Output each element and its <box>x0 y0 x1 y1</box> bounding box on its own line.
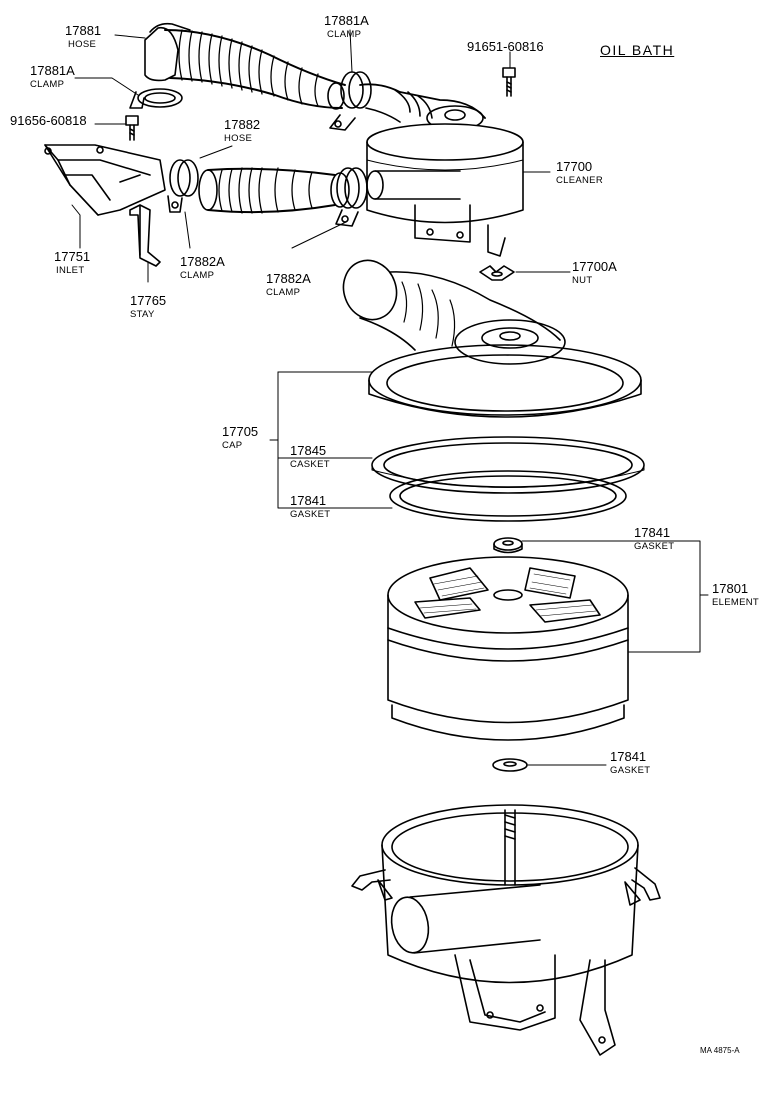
clamp-17882a-mid <box>335 167 368 227</box>
gasket-17841-small-upper <box>493 537 523 554</box>
part-number: 17801 <box>712 581 749 596</box>
part-name: NUT <box>572 275 593 286</box>
clamp-17881a-left <box>129 88 183 109</box>
part-number: 17881A <box>324 13 369 28</box>
gasket-17841-large <box>389 470 627 522</box>
leader-lines <box>71 29 709 766</box>
inlet-17751 <box>44 144 166 216</box>
part-name: HOSE <box>68 39 97 50</box>
part-number: 17751 <box>54 249 91 264</box>
part-name: GASKET <box>610 765 651 776</box>
part-number: 17765 <box>130 293 167 308</box>
gasket-17841-small-lower <box>492 758 528 772</box>
part-name: CLAMP <box>180 270 215 281</box>
part-number: 17882 <box>224 117 261 132</box>
cap-17705 <box>342 259 642 418</box>
part-number: 17882A <box>180 254 225 269</box>
part-name: GASKET <box>290 509 331 520</box>
wing-nut-17700a <box>479 265 515 281</box>
clamp-17882a-left <box>167 159 199 213</box>
part-number: 17881A <box>30 63 75 78</box>
element-17801 <box>387 556 629 741</box>
figure-code: MA 4875-A <box>700 1046 740 1055</box>
part-number: 17841 <box>610 749 647 764</box>
part-number: 91656-60818 <box>10 113 87 128</box>
part-name: CAP <box>222 440 243 451</box>
part-name: CASKET <box>290 459 330 470</box>
part-number: 91651-60816 <box>467 39 544 54</box>
part-name: CLEANER <box>556 175 603 186</box>
part-number: 17705 <box>222 424 259 439</box>
stay-17765 <box>129 204 161 267</box>
part-name: CLAMP <box>327 29 362 40</box>
clamp-17881a-top <box>329 71 372 131</box>
part-number: 17845 <box>290 443 327 458</box>
hose-17882 <box>198 167 350 214</box>
hose-17881 <box>144 22 346 110</box>
part-name: CLAMP <box>266 287 301 298</box>
part-name: GASKET <box>634 541 675 552</box>
gasket-17845 <box>371 436 645 494</box>
part-number: 17882A <box>266 271 311 286</box>
oil-bath-bowl <box>351 804 661 1056</box>
part-number: 17841 <box>290 493 327 508</box>
part-number: 17881 <box>65 23 102 38</box>
part-number: 17700 <box>556 159 593 174</box>
bolt-91651 <box>502 67 516 97</box>
part-name: STAY <box>130 309 155 320</box>
part-number: 17841 <box>634 525 671 540</box>
part-name: ELEMENT <box>712 597 759 608</box>
part-name: CLAMP <box>30 79 65 90</box>
cleaner-17700-assembled <box>359 83 524 257</box>
part-name: INLET <box>56 265 85 276</box>
diagram-title: OIL BATH <box>600 42 675 58</box>
part-name: HOSE <box>224 133 253 144</box>
part-number: 17700A <box>572 259 617 274</box>
bolt-91656 <box>125 115 139 141</box>
